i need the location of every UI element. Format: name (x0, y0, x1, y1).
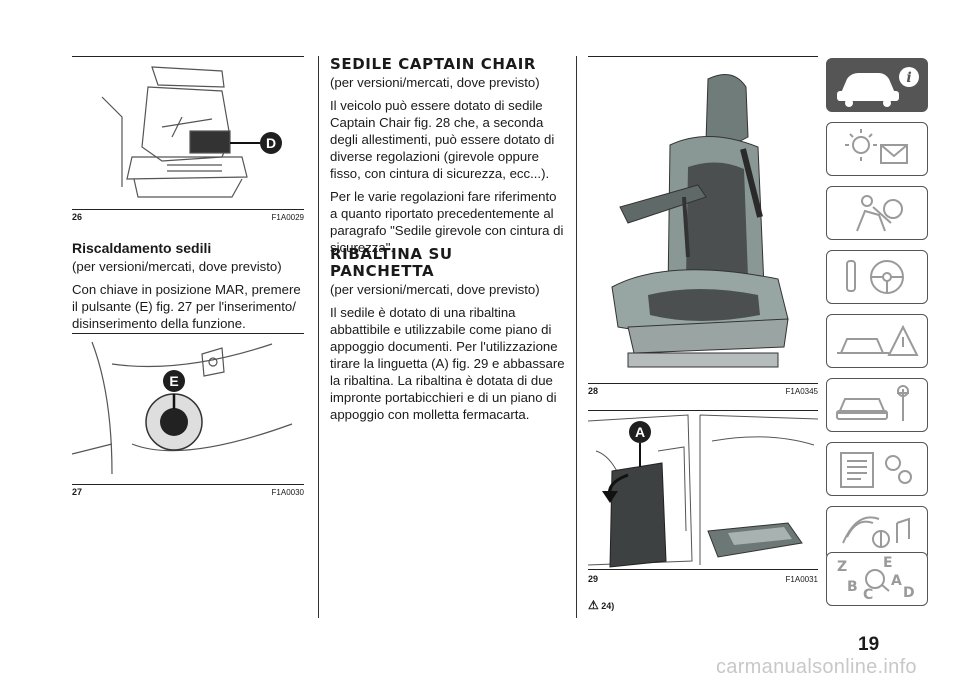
column-divider (576, 56, 577, 618)
figure-number: 29 (588, 574, 599, 584)
callout-d: D (260, 132, 282, 154)
page-number: 19 (858, 634, 880, 655)
car-info-icon: i (837, 67, 919, 107)
availability-note: (per versioni/mercati, dove previsto) (330, 282, 540, 297)
section-title: Riscaldamento sedili (72, 240, 212, 256)
captain-chair-illustration (611, 74, 789, 368)
svg-text:E: E (883, 555, 893, 571)
availability-note: (per versioni/mercati, dove previsto) (330, 75, 540, 90)
callout-e: E (163, 370, 185, 392)
warning-reference: ⚠ 24) (588, 598, 614, 612)
specs-gear-icon (840, 452, 912, 488)
figure-code: F1A0345 (785, 387, 818, 396)
side-tab-car-info[interactable]: i (826, 58, 928, 112)
side-tab-safety[interactable] (826, 186, 928, 240)
side-tab-maintenance[interactable] (826, 378, 928, 432)
svg-text:A: A (891, 573, 902, 589)
column-divider (318, 56, 319, 618)
paragraph: Il sedile è dotato di una ribaltina abba… (330, 305, 565, 422)
figure-code: F1A0029 (271, 213, 304, 222)
paragraph: Il veicolo può essere dotato di sedile C… (330, 98, 555, 181)
figure-26: D (72, 56, 304, 210)
road-warning-icon (837, 324, 919, 356)
section-body: (per versioni/mercati, dove previsto) Co… (72, 258, 308, 338)
callout-a: A (629, 421, 651, 443)
figure-code: F1A0031 (785, 575, 818, 584)
seat-button-illustration (71, 341, 293, 475)
figure-29: A (587, 410, 819, 570)
section-heading: SEDILE CAPTAIN CHAIR (330, 55, 537, 73)
svg-text:C: C (863, 587, 873, 603)
index-letters-icon: Z E B A C D (837, 555, 915, 603)
multimedia-icon (842, 516, 910, 548)
side-tab-multimedia[interactable] (826, 506, 928, 560)
seat-side-illustration (101, 66, 260, 198)
section-heading: RIBALTINA SU PANCHETTA (330, 245, 453, 280)
figure-28 (588, 56, 818, 384)
figure-code: F1A0030 (271, 488, 304, 497)
figure-27: E (71, 333, 304, 485)
figure-number: 27 (72, 487, 83, 497)
svg-text:D: D (903, 585, 915, 601)
steering-wheel-icon (846, 260, 904, 294)
car-maintenance-icon (836, 385, 909, 421)
side-tab-index[interactable]: Z E B A C D (826, 552, 928, 606)
figure-number: 28 (588, 386, 599, 396)
svg-text:Z: Z (837, 559, 847, 575)
warning-ref-text: 24) (601, 601, 615, 611)
side-tab-dashboard-lights[interactable] (826, 122, 928, 176)
figure-number: 26 (72, 212, 83, 222)
dashboard-lights-icon (845, 129, 908, 164)
svg-text:i: i (906, 70, 911, 86)
paragraph: Con chiave in posizione MAR, premere il … (72, 282, 301, 331)
side-tab-emergency[interactable] (826, 314, 928, 368)
availability-note: (per versioni/mercati, dove previsto) (72, 259, 282, 274)
fold-down-table-illustration (587, 414, 819, 568)
section-body: (per versioni/mercati, dove previsto) Il… (330, 74, 566, 262)
watermark: carmanualsonline.info (716, 656, 917, 678)
side-tab-starting-driving[interactable] (826, 250, 928, 304)
section-body: (per versioni/mercati, dove previsto) Il… (330, 281, 566, 429)
warning-triangle-icon: ⚠ (588, 598, 599, 612)
paragraph: Per le varie regolazioni fare riferiment… (330, 189, 564, 255)
airbag-person-icon (856, 195, 903, 232)
svg-text:B: B (847, 579, 858, 595)
side-tab-technical-data[interactable] (826, 442, 928, 496)
